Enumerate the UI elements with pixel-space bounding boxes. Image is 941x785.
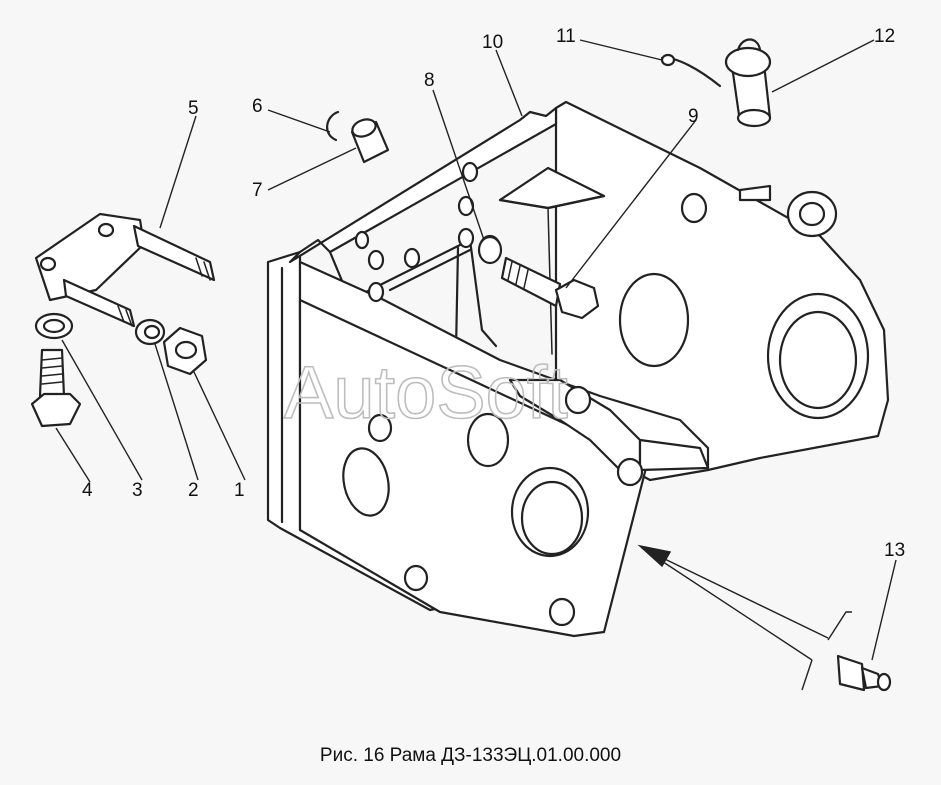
- callout-4: 4: [82, 480, 93, 501]
- washer-part-2: [134, 318, 166, 346]
- clevis-pin-part-12: [724, 38, 772, 128]
- callout-13: 13: [884, 540, 905, 561]
- callout-1: 1: [234, 480, 245, 501]
- figure-caption: Рис. 16 Рама ДЗ-133ЭЦ.01.00.000: [319, 745, 622, 766]
- bracket-part-5: [34, 212, 216, 328]
- washer-part-8: [477, 235, 503, 265]
- bolt-part-9: [500, 256, 600, 320]
- pin-part-7: [350, 118, 390, 164]
- spring-washer-part-3: [34, 312, 74, 340]
- bolt-part-4: [30, 348, 82, 428]
- frame-body: [266, 100, 890, 638]
- callout-9: 9: [688, 106, 699, 127]
- cotter-pin-part-11: [660, 53, 722, 88]
- callout-11: 11: [556, 26, 576, 47]
- callout-5: 5: [188, 98, 199, 119]
- callout-8: 8: [424, 70, 435, 91]
- callout-6: 6: [252, 96, 263, 117]
- leader-lines: [55, 39, 897, 661]
- callout-2: 2: [188, 480, 199, 501]
- retaining-ring-part-6: [326, 110, 340, 142]
- callout-12: 12: [874, 26, 895, 47]
- callout-10: 10: [482, 32, 503, 53]
- callout-3: 3: [132, 480, 143, 501]
- hex-nut-part-1: [162, 326, 208, 376]
- callout-numbers: 1 2 3 4 5 6 7 8 9 10 11 12 13: [82, 26, 905, 561]
- detail-arrow: [637, 544, 852, 691]
- grease-fitting-part-13: [836, 654, 892, 692]
- watermark: AutoSoft: [284, 351, 568, 434]
- callout-7: 7: [252, 180, 263, 201]
